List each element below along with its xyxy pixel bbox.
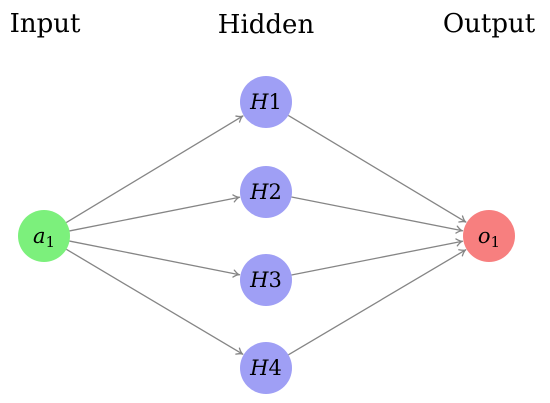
node-circle <box>240 76 292 128</box>
arrowhead <box>235 115 244 123</box>
connection-line <box>291 196 463 232</box>
node-label: H4 <box>249 356 282 380</box>
connection-group <box>65 114 467 356</box>
node-label-base: H <box>249 180 269 204</box>
node-label-subscript: 2 <box>268 180 281 204</box>
connection-a1-H4 <box>66 248 244 355</box>
arrowhead <box>458 249 467 257</box>
node-label-subscript: 4 <box>268 356 281 380</box>
node-circle <box>18 210 70 262</box>
connection-a1-H1 <box>65 115 244 224</box>
connection-H2-o1 <box>291 196 464 234</box>
connection-H3-o1 <box>291 238 464 276</box>
connection-line <box>65 115 244 224</box>
arrowhead <box>232 269 241 278</box>
connection-H1-o1 <box>287 114 467 223</box>
node-label: H3 <box>249 268 282 292</box>
node-label: a1 <box>33 224 55 251</box>
node-label-subscript: 1 <box>268 90 281 114</box>
node-label-subscript: 1 <box>491 233 501 251</box>
connection-line <box>69 240 240 276</box>
connection-H4-o1 <box>288 249 467 356</box>
node-o1: o1 <box>463 210 515 262</box>
node-label-base: H <box>249 356 269 380</box>
node-circle <box>240 254 292 306</box>
arrowhead <box>455 225 464 234</box>
node-label: H1 <box>249 90 282 114</box>
node-label-base: H <box>249 268 269 292</box>
node-label-subscript: 3 <box>268 268 281 292</box>
layer-title-input: Input <box>10 9 81 39</box>
arrowhead <box>235 347 244 355</box>
connection-a1-H2 <box>69 194 241 232</box>
connection-line <box>66 248 244 355</box>
node-H3: H3 <box>240 254 292 306</box>
layer-title-hidden: Hidden <box>218 10 315 40</box>
connection-line <box>288 249 467 356</box>
node-circle <box>463 210 515 262</box>
node-H1: H1 <box>240 76 292 128</box>
node-label-base: a <box>33 224 46 248</box>
node-label-subscript: 1 <box>45 233 55 251</box>
connection-a1-H3 <box>69 240 241 278</box>
layer-title-output: Output <box>443 9 536 39</box>
connection-line <box>287 114 467 223</box>
node-label-base: H <box>249 90 269 114</box>
node-circle <box>240 166 292 218</box>
connection-line <box>291 240 463 276</box>
node-H2: H2 <box>240 166 292 218</box>
node-H4: H4 <box>240 342 292 394</box>
node-a1: a1 <box>18 210 70 262</box>
node-circle <box>240 342 292 394</box>
node-label: H2 <box>249 180 282 204</box>
connection-line <box>69 196 240 232</box>
arrowhead <box>455 238 464 247</box>
arrowhead <box>232 194 241 203</box>
arrowhead <box>458 215 467 223</box>
node-label: o1 <box>478 224 500 251</box>
node-label-base: o <box>478 224 491 248</box>
